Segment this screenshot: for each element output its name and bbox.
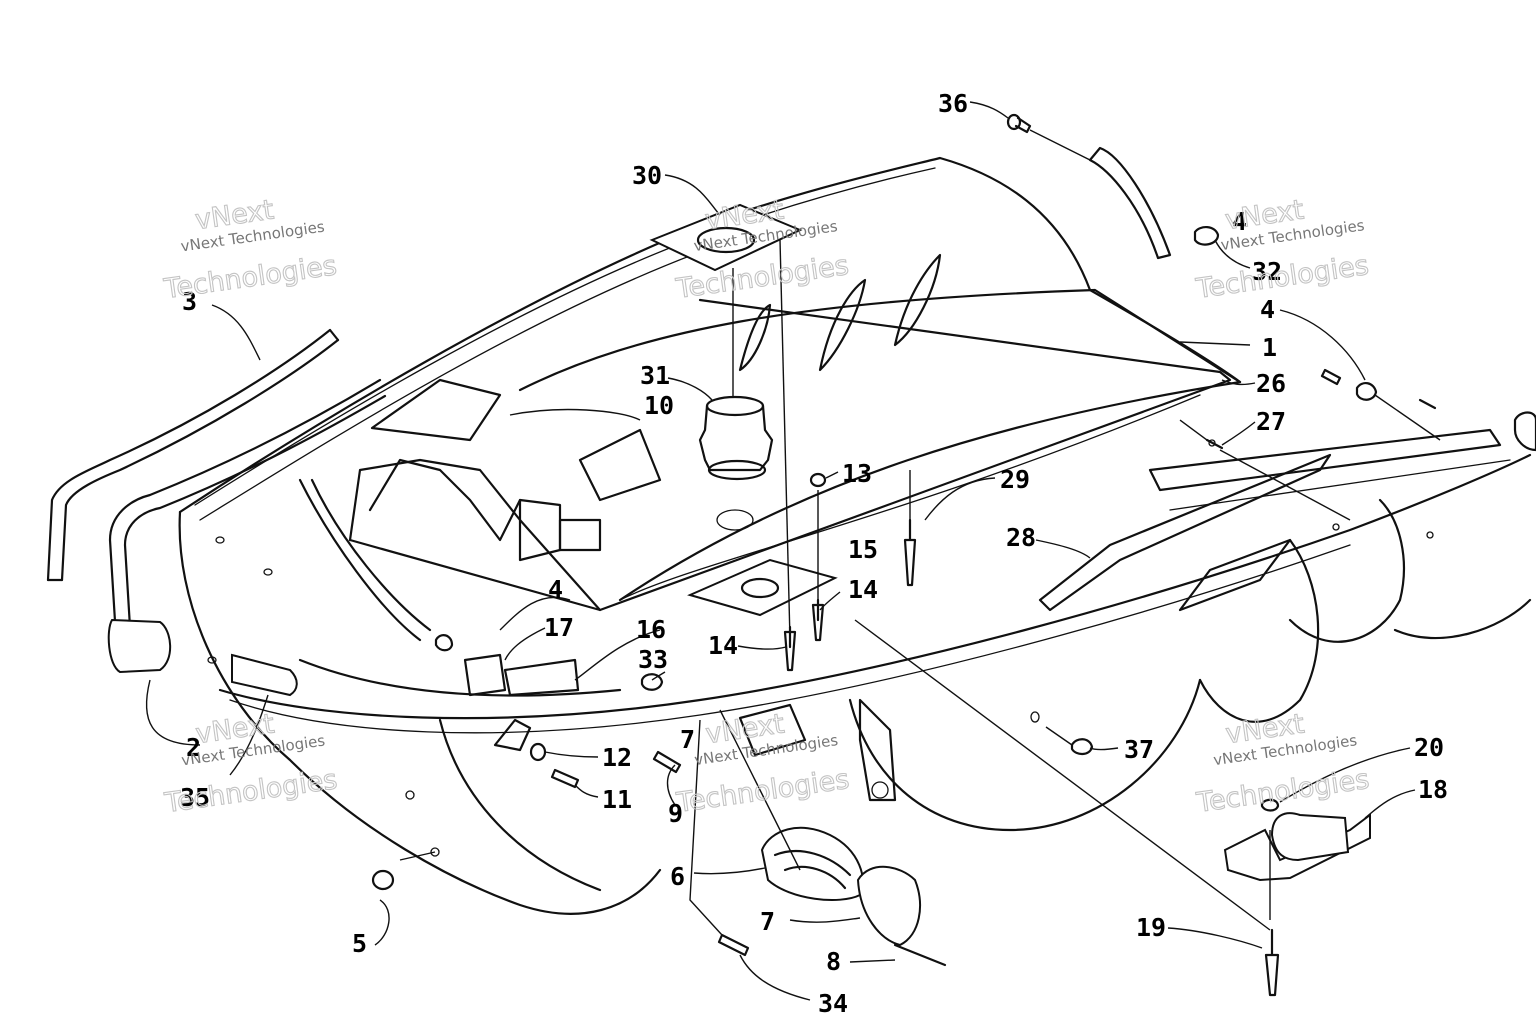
callout-32: 32 <box>1252 257 1282 286</box>
callout-30: 30 <box>632 161 662 190</box>
callout-33: 33 <box>638 645 668 674</box>
callout-5: 5 <box>352 929 367 958</box>
callout-6: 6 <box>670 862 685 891</box>
callout-labels: 1 2 3 4 4 4 5 6 7 7 8 9 10 11 12 13 14 1… <box>180 89 1448 1018</box>
callout-10: 10 <box>644 391 674 420</box>
callout-leaders <box>145 101 1416 1001</box>
part-31-boot <box>698 395 774 481</box>
watermark-tech: Technologies <box>1194 764 1371 819</box>
callout-16: 16 <box>636 615 666 644</box>
watermark-bottom-left: vNext vNext Technologies Technologies <box>162 708 340 820</box>
callout-14-left: 14 <box>708 631 738 660</box>
part-15-plate <box>687 558 838 617</box>
callout-7-upper: 7 <box>680 725 695 754</box>
part-32-bracket <box>1088 146 1220 260</box>
callout-26: 26 <box>1256 369 1286 398</box>
watermark-tech: Technologies <box>162 764 339 819</box>
callout-31: 31 <box>640 361 670 390</box>
part-29-rivet <box>903 470 917 587</box>
part-bracket-left <box>493 718 532 752</box>
part-7-bezel <box>856 865 921 947</box>
watermark-bottom-center: vNext vNext Technologies Technologies <box>674 708 852 820</box>
callout-18: 18 <box>1418 775 1448 804</box>
part-6-headlight <box>760 826 864 901</box>
callout-4-top: 4 <box>1232 207 1247 236</box>
callout-20: 20 <box>1414 733 1444 762</box>
part-9-bolt <box>652 750 682 774</box>
part-2-bumper <box>107 378 387 674</box>
callout-27: 27 <box>1256 407 1286 436</box>
callout-4-left: 4 <box>548 575 563 604</box>
assembly-lines <box>399 239 1441 936</box>
watermark-tech: Technologies <box>162 250 339 305</box>
part-19-rivet <box>1264 928 1280 997</box>
callout-29: 29 <box>1000 465 1030 494</box>
part-11-bolt <box>550 768 580 789</box>
part-27-rivet <box>1179 419 1224 450</box>
callout-8: 8 <box>826 947 841 976</box>
part-35-emblem <box>231 653 298 697</box>
part-20-washer <box>1260 798 1280 812</box>
callout-2: 2 <box>186 733 201 762</box>
callout-17: 17 <box>544 613 574 642</box>
part-34-bolt <box>717 933 750 957</box>
part-12-washer <box>529 742 547 762</box>
part-36-bolt <box>1006 113 1091 161</box>
callout-3: 3 <box>182 287 197 316</box>
part-33-nut <box>640 673 664 691</box>
part-26-bolt <box>1320 368 1342 386</box>
callout-9: 9 <box>668 799 683 828</box>
part-37-nut <box>1070 738 1094 756</box>
console-plate <box>348 298 1232 612</box>
part-18-bracket <box>1223 812 1371 882</box>
callout-36: 36 <box>938 89 968 118</box>
hood-body <box>178 156 1532 915</box>
watermark-top-right: vNext vNext Technologies Technologies <box>1193 194 1371 306</box>
watermark-bottom-right: vNext vNext Technologies Technologies <box>1194 708 1372 820</box>
part-30-gasket <box>649 203 803 272</box>
part-5-grommet <box>371 869 395 891</box>
bracket-lower-center <box>738 698 897 802</box>
callout-37: 37 <box>1124 735 1154 764</box>
watermark-top-left: vNext vNext Technologies Technologies <box>161 194 339 306</box>
callout-14-right: 14 <box>848 575 878 604</box>
callout-13: 13 <box>842 459 872 488</box>
callout-11: 11 <box>602 785 632 814</box>
callout-15: 15 <box>848 535 878 564</box>
right-edge-parts <box>1418 398 1536 452</box>
watermark-tech: Technologies <box>674 764 851 819</box>
part-17-bracket <box>463 653 580 697</box>
part-14-rivets <box>783 598 825 672</box>
part-3-trim <box>46 328 340 582</box>
part-13-washer <box>809 472 827 488</box>
callout-35: 35 <box>180 783 210 812</box>
callout-34: 34 <box>818 989 848 1018</box>
part-4-nut-left <box>434 634 454 652</box>
callout-19: 19 <box>1136 913 1166 942</box>
callout-28: 28 <box>1006 523 1036 552</box>
callout-4-right: 4 <box>1260 295 1275 324</box>
part-4-nut-right <box>1355 382 1378 401</box>
callout-12: 12 <box>602 743 632 772</box>
callout-7-lower: 7 <box>760 907 775 936</box>
part-8-pin <box>893 943 947 967</box>
callout-1: 1 <box>1262 333 1277 362</box>
